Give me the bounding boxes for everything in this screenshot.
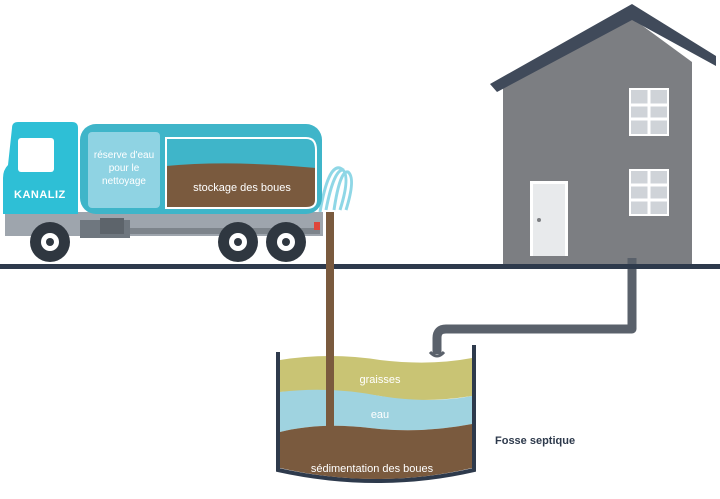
septic-tank-title: Fosse septique [495, 435, 575, 447]
suction-hose-vertical [326, 212, 334, 452]
house-drain-pipe [432, 258, 637, 354]
ground-hose-gap [326, 264, 334, 269]
hose-coil [318, 166, 353, 213]
svg-text:pour le: pour le [109, 163, 140, 174]
svg-text:réserve d'eau: réserve d'eau [94, 150, 154, 161]
house-window-bottom [629, 169, 669, 216]
sludge-storage-compartment [166, 163, 316, 208]
svg-text:nettoyage: nettoyage [102, 176, 146, 187]
septic-tank-shell [276, 345, 476, 483]
water-label: eau [371, 409, 389, 421]
septic-tank: graisses eau sédimentation des boues Fos… [276, 345, 575, 483]
sludge-compartment-frame [165, 137, 317, 209]
house [490, 4, 716, 264]
ground-line [0, 264, 720, 269]
truck-cab-window [18, 138, 54, 172]
pipe-outlet-lip [428, 350, 446, 358]
truck-wheel-rear-1 [218, 222, 258, 262]
house-window-top [629, 88, 669, 136]
house-door [530, 181, 568, 256]
grease-label: graisses [360, 374, 401, 386]
water-reserve-compartment [88, 132, 160, 208]
tail-light [314, 222, 320, 230]
hose-reel-box [100, 218, 124, 234]
truck: KANALIZ réserve d'eau pour le nettoyage … [3, 122, 323, 262]
truck-brand-logo: KANALIZ [14, 189, 66, 201]
water-reserve-label: réserve d'eau pour le nettoyage [94, 150, 154, 187]
house-roof [490, 4, 716, 92]
sludge-label: sédimentation des boues [311, 463, 434, 475]
suction-hose [318, 166, 353, 452]
sludge-storage-label: stockage des boues [193, 182, 291, 194]
truck-wheel-front [30, 222, 70, 262]
truck-wheel-rear-2 [266, 222, 306, 262]
